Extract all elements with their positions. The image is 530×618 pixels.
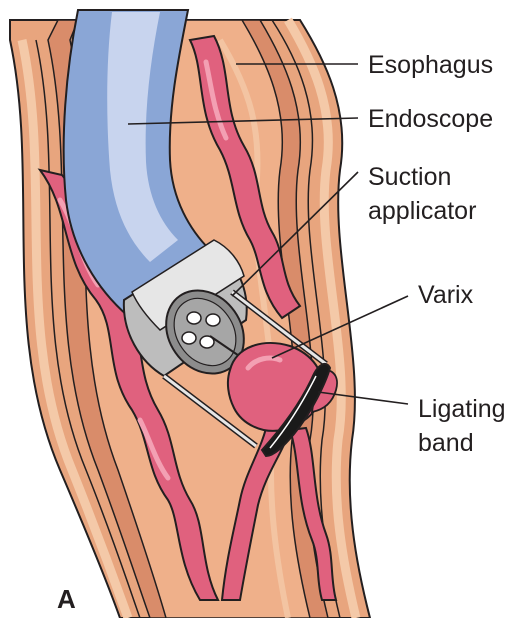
suction-hole: [199, 335, 215, 349]
suction-applicator: [122, 239, 328, 449]
vein-upper-right-highlight: [203, 59, 229, 141]
label-endoscope: Endoscope: [368, 105, 493, 133]
wall-stripe-right: [284, 17, 361, 618]
varix-highlight: [245, 355, 283, 371]
label-suction-line1: Suction: [368, 163, 451, 191]
endoscope: [62, 9, 212, 318]
label-suction-line2: applicator: [368, 197, 476, 225]
ligating-band: [260, 362, 332, 458]
suction-hole: [205, 313, 221, 327]
wall-line-left: [35, 39, 141, 618]
suction-hole: [181, 331, 197, 345]
frame-rail-bottom-fill: [163, 374, 257, 448]
label-band-line1: Ligating: [418, 395, 506, 423]
applicator-band: [131, 239, 245, 331]
ligating-band-ring: [260, 362, 332, 458]
label-band-line2: band: [418, 429, 474, 457]
label-varix: Varix: [418, 281, 474, 309]
ligating-band-shine: [269, 375, 317, 449]
leader-endoscope: [127, 117, 359, 125]
endoscope-highlight: [107, 12, 178, 262]
vein-lower-right: [220, 418, 294, 601]
leader-varix: [271, 295, 409, 359]
leader-lines: [127, 63, 409, 405]
leader-suction-applicator: [231, 171, 359, 297]
label-esophagus: Esophagus: [368, 51, 493, 79]
labels: Esophagus Endoscope Suction applicator V…: [57, 51, 506, 614]
panel-letter: A: [57, 584, 76, 614]
wall-stripe-left: [17, 39, 133, 618]
suction-hole: [186, 311, 202, 325]
varicose-veins: [37, 34, 338, 601]
leader-ligating-band: [317, 391, 409, 405]
suction-holes: [181, 311, 221, 349]
frame-rail-top-fill: [231, 290, 327, 366]
vein-left-highlight-2: [137, 417, 171, 481]
vein-branch: [288, 426, 338, 601]
